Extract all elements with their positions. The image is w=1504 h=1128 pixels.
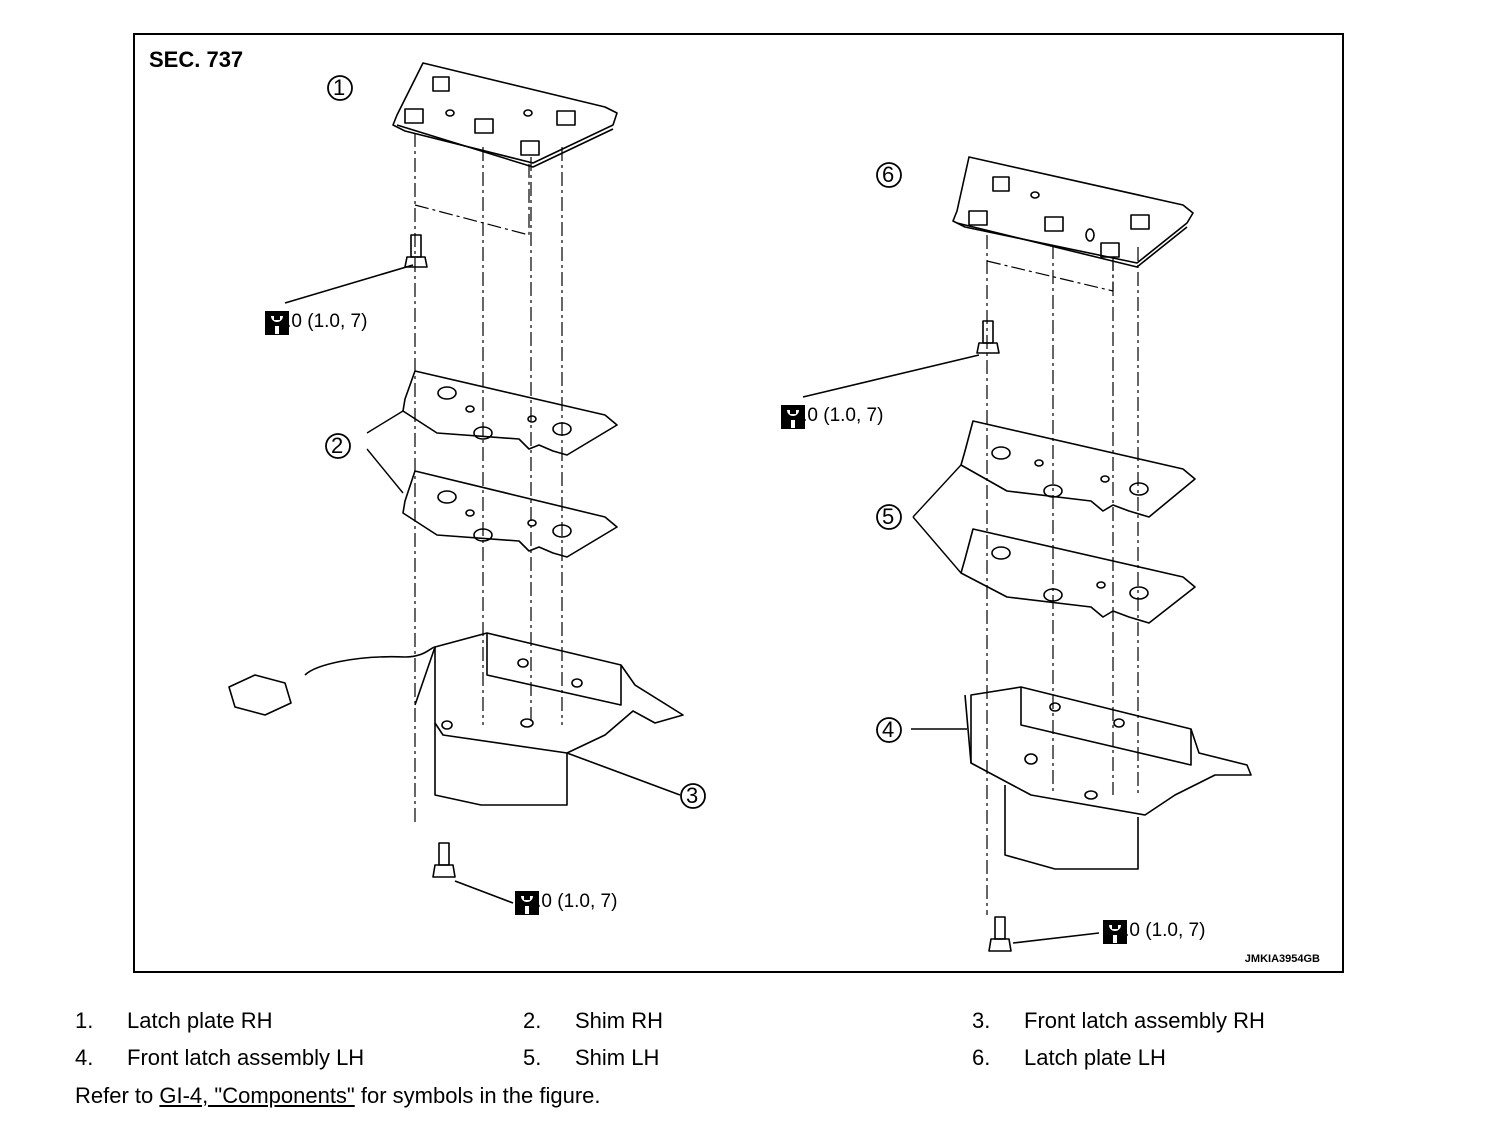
- latch-plate-lh: [952, 156, 1194, 268]
- torque-wrench-icon: [781, 405, 805, 429]
- callout-circle-icon: [876, 504, 902, 530]
- torque-wrench-icon: [515, 891, 539, 915]
- callout-circle-icon: [327, 75, 353, 101]
- bolt-lower-lh: [988, 916, 1100, 952]
- legend-label: Latch plate LH: [1024, 1045, 1166, 1070]
- legend-label: Front latch assembly RH: [1024, 1008, 1265, 1033]
- legend-num: 4.: [75, 1045, 94, 1070]
- bolt-upper-lh: [802, 320, 1000, 398]
- alignment-lines-rh: [414, 133, 563, 825]
- latch-plate-rh: [392, 62, 618, 168]
- torque-wrench-icon: [1103, 920, 1127, 944]
- front-latch-assembly-rh: [228, 632, 684, 806]
- bolt-lower-rh: [432, 842, 514, 904]
- legend-num: 2.: [523, 1008, 542, 1033]
- shim-lh-upper: [960, 420, 1196, 518]
- section-label: SEC. 737: [149, 47, 244, 72]
- components-link[interactable]: GI-4, "Components": [159, 1083, 355, 1108]
- legend-label: Shim LH: [575, 1045, 660, 1070]
- bolt-upper-rh: [284, 234, 428, 304]
- reference-note: Refer to GI-4, "Components" for symbols …: [75, 1083, 601, 1108]
- legend-num: 6.: [972, 1045, 991, 1070]
- diagram-artwork: [228, 62, 1252, 952]
- legend-label: Shim RH: [575, 1008, 664, 1033]
- torque-spec-lower-lh: 10.0 (1.0, 7): [1103, 920, 1205, 944]
- torque-spec-upper-lh: 10.0 (1.0, 7): [781, 405, 883, 429]
- shim-lh-lower: [960, 528, 1196, 624]
- callout-circle-icon: [876, 717, 902, 743]
- callout-circle-icon: [876, 162, 902, 188]
- callout-circle-icon: [325, 433, 351, 459]
- torque-spec-upper-rh: 10.0 (1.0, 7): [265, 311, 367, 335]
- legend-num: 5.: [523, 1045, 542, 1070]
- shim-rh-lower: [402, 470, 618, 558]
- shim-rh-upper: [402, 370, 618, 456]
- torque-wrench-icon: [265, 311, 289, 335]
- callout-circle-icon: [680, 783, 706, 809]
- legend-label: Front latch assembly LH: [127, 1045, 365, 1070]
- torque-spec-lower-rh: 10.0 (1.0, 7): [515, 891, 617, 915]
- alignment-lines-lh: [986, 235, 1139, 915]
- legend-label: Latch plate RH: [127, 1008, 273, 1033]
- exploded-diagram: SEC. 737: [133, 33, 1344, 973]
- legend-num: 3.: [972, 1008, 991, 1033]
- legend-num: 1.: [75, 1008, 94, 1033]
- front-latch-assembly-lh: [911, 686, 1252, 870]
- figure-id: JMKIA3954GB: [1244, 953, 1320, 965]
